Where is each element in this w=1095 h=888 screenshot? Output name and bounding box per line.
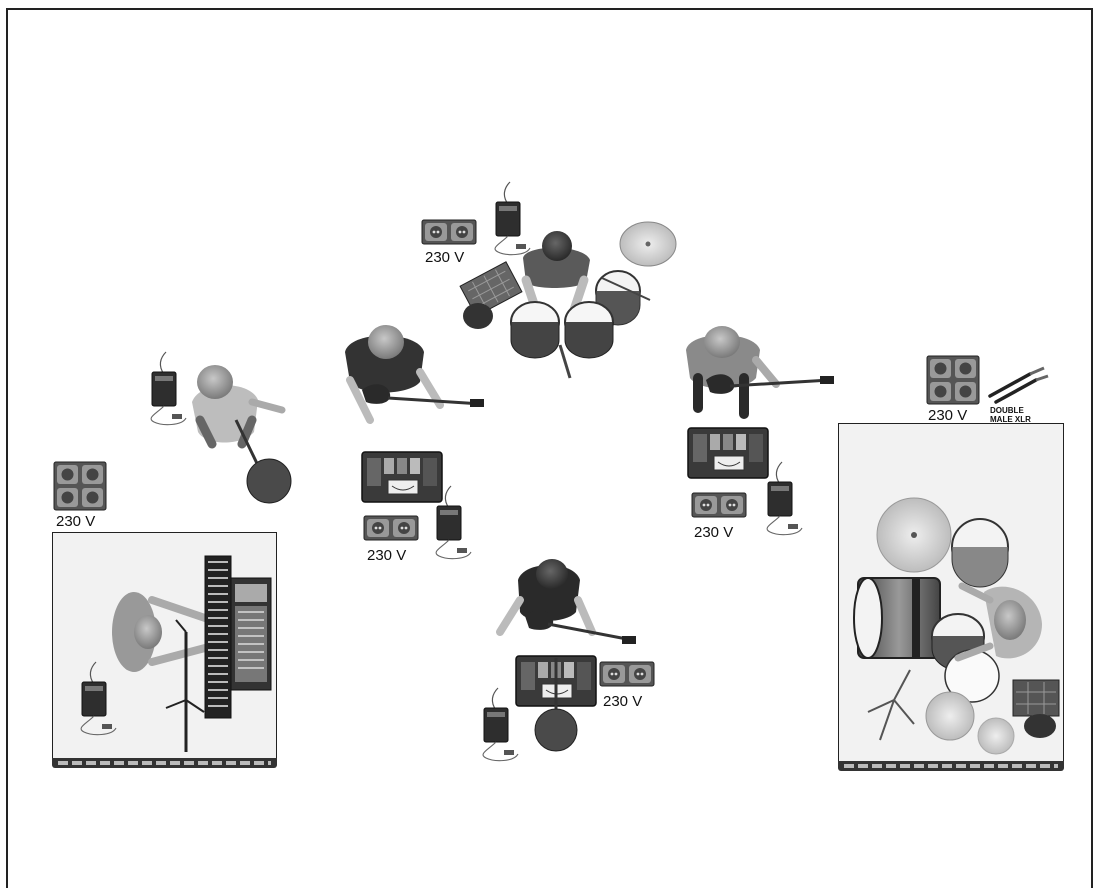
pedalboard-icon [362, 452, 442, 502]
wireless-bodypack-icon [81, 662, 116, 735]
wireless-bodypack-icon [767, 462, 802, 535]
voltage-label-drums: 230 V [928, 407, 967, 424]
bassist-figure-icon [500, 559, 636, 644]
xlr-label-line2: MALE XLR [990, 415, 1031, 424]
drum-kit-icon [854, 498, 1059, 754]
voltage-label-top: 230 V [425, 249, 464, 266]
xlr-label-line1: DOUBLE [990, 406, 1024, 415]
wireless-bodypack-icon [495, 182, 530, 255]
voltage-label-keyboard: 230 V [56, 513, 95, 530]
xlr-cable-icon [990, 368, 1048, 402]
power-outlet-quad-icon [927, 356, 979, 404]
power-outlet-icon [692, 493, 746, 517]
mic-stand-icon [166, 620, 204, 752]
power-outlet-icon [364, 516, 418, 540]
conga-icon [511, 302, 613, 378]
power-outlet-icon [422, 220, 476, 244]
guitarist-right-figure-icon [686, 326, 834, 414]
pedalboard-icon [688, 428, 768, 478]
voltage-label-guitar-right: 230 V [694, 524, 733, 541]
voltage-label-bass: 230 V [603, 693, 642, 710]
guitarist-left-figure-icon [345, 325, 484, 420]
power-outlet-icon [600, 662, 654, 686]
voltage-label-guitar-left: 230 V [367, 547, 406, 564]
wireless-bodypack-icon [483, 688, 518, 761]
wireless-bodypack-icon [151, 352, 186, 425]
keyboard-icon [205, 556, 271, 718]
vocalist-figure-icon [192, 365, 282, 444]
percussionist-figure-icon [523, 231, 590, 310]
power-outlet-quad-icon [54, 462, 106, 510]
keyboardist-figure-icon [112, 592, 205, 672]
